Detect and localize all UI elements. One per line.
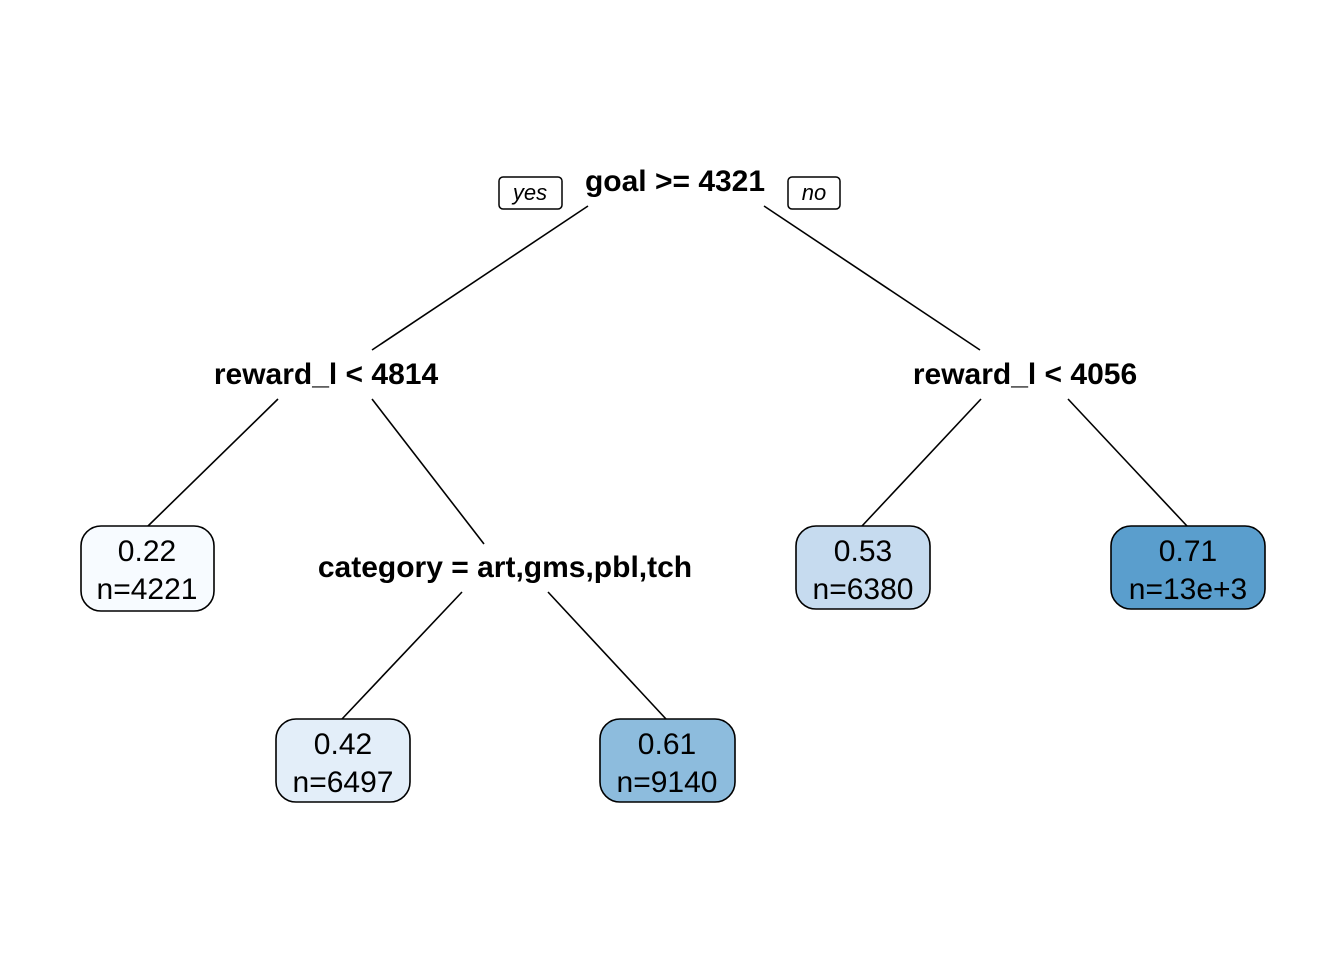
leaf-5-box [1110,525,1266,610]
edge-right-leaf5 [1067,398,1188,527]
leaf-node-1: 0.22 n=4221 [80,525,215,612]
edge-category-leaf3 [547,591,667,720]
left-split-label: reward_l < 4814 [214,358,439,391]
root-split-label: goal >= 4321 [585,165,765,198]
yes-tag: yes [498,176,563,210]
leaf-5-value: 0.71 [1159,535,1217,568]
leaf-5-count: n=13e+3 [1129,573,1247,606]
edge-left-category [371,398,485,545]
leaf-3-count: n=9140 [617,766,718,799]
leaf-2-box [275,718,411,803]
leaf-node-5: 0.71 n=13e+3 [1110,525,1266,610]
leaf-2-count: n=6497 [293,766,394,799]
leaf-4-box [795,525,931,610]
edge-root-left [371,205,589,351]
yes-tag-label: yes [511,180,547,205]
no-tag: no [787,176,841,210]
edge-right-leaf4 [861,398,982,527]
category-split-label: category = art,gms,pbl,tch [318,551,692,584]
leaf-3-box [599,718,736,803]
leaf-1-box [80,525,215,612]
right-split-label: reward_l < 4056 [913,358,1137,391]
leaf-3-value: 0.61 [638,728,696,761]
leaf-node-2: 0.42 n=6497 [275,718,411,803]
leaf-2-value: 0.42 [314,728,372,761]
leaf-4-count: n=6380 [813,573,914,606]
leaf-1-value: 0.22 [118,535,176,568]
leaf-node-4: 0.53 n=6380 [795,525,931,610]
no-tag-label: no [802,180,826,205]
edge-root-right [763,205,981,351]
edge-category-leaf2 [341,591,463,720]
leaf-4-value: 0.53 [834,535,892,568]
leaf-node-3: 0.61 n=9140 [599,718,736,803]
leaf-1-count: n=4221 [97,573,198,606]
edge-left-leaf1 [147,398,279,527]
